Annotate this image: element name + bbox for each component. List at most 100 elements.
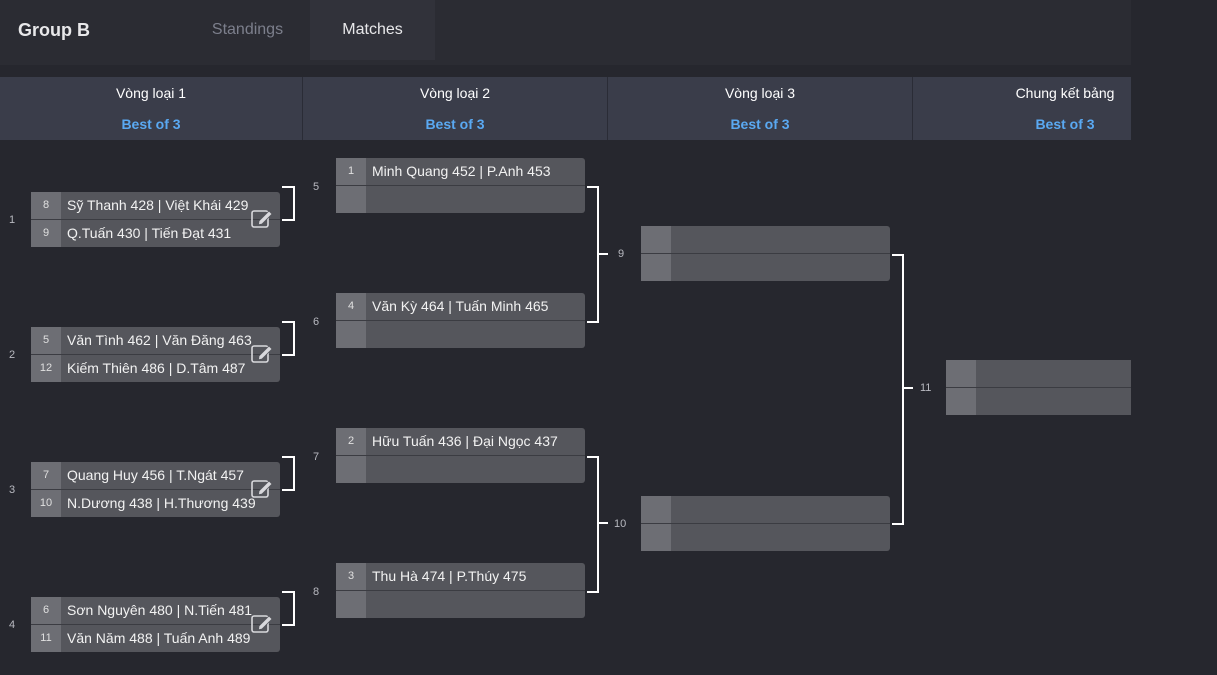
match-number: 11 bbox=[920, 382, 932, 394]
match-4[interactable]: 6 Sơn Nguyên 480 | N.Tiến 481 11 Văn Năm 4… bbox=[31, 597, 280, 652]
match-slot-bottom[interactable] bbox=[336, 321, 585, 348]
seed-number: 3 bbox=[336, 563, 366, 590]
match-slot-top[interactable] bbox=[946, 360, 1131, 388]
match-slot-top[interactable]: 6 Sơn Nguyên 480 | N.Tiến 481 bbox=[31, 597, 280, 625]
match-number: 4 bbox=[9, 619, 16, 631]
seed-number: 8 bbox=[31, 192, 61, 219]
seed-number: 11 bbox=[31, 625, 61, 652]
team-name: Hữu Tuấn 436 | Đại Ngọc 437 bbox=[372, 433, 558, 449]
edit-pencil-icon[interactable] bbox=[250, 476, 274, 500]
seed-number bbox=[641, 226, 671, 253]
team-name bbox=[677, 226, 849, 253]
bracket-connector bbox=[599, 253, 608, 255]
match-number: 6 bbox=[313, 316, 320, 328]
match-9[interactable] bbox=[641, 226, 890, 281]
match-slot-bottom[interactable] bbox=[336, 591, 585, 618]
top-bar: Group B Standings Matches bbox=[0, 0, 1131, 65]
match-number: 5 bbox=[313, 181, 320, 193]
round-name: Chung kết bảng bbox=[1015, 85, 1115, 101]
team-name bbox=[982, 360, 1122, 387]
round-name: Vòng loại 1 bbox=[115, 85, 187, 101]
match-slot-bottom[interactable]: 10 N.Dương 438 | H.Thương 439 bbox=[31, 490, 280, 517]
match-slot-bottom[interactable]: 9 Q.Tuấn 430 | Tiến Đạt 431 bbox=[31, 220, 280, 247]
team-name bbox=[372, 186, 544, 213]
bracket-connector bbox=[282, 456, 295, 491]
match-number: 1 bbox=[9, 214, 16, 226]
group-title: Group B bbox=[18, 20, 90, 40]
seed-number: 12 bbox=[31, 355, 61, 382]
team-name bbox=[372, 591, 544, 618]
match-slot-top[interactable] bbox=[641, 226, 890, 254]
round-name: Vòng loại 2 bbox=[419, 85, 491, 101]
match-10[interactable] bbox=[641, 496, 890, 551]
match-slot-bottom[interactable] bbox=[336, 456, 585, 483]
seed-number bbox=[336, 186, 366, 213]
seed-number: 10 bbox=[31, 490, 61, 517]
seed-number bbox=[336, 591, 366, 618]
match-number: 3 bbox=[9, 484, 16, 496]
match-8[interactable]: 3 Thu Hà 474 | P.Thúy 475 bbox=[336, 563, 585, 618]
match-number: 8 bbox=[313, 586, 320, 598]
bracket-connector bbox=[282, 321, 295, 356]
round-name: Vòng loại 3 bbox=[724, 85, 796, 101]
match-slot-bottom[interactable] bbox=[641, 524, 890, 551]
edit-pencil-icon[interactable] bbox=[250, 206, 274, 230]
match-number: 2 bbox=[9, 349, 16, 361]
seed-number: 6 bbox=[31, 597, 61, 624]
seed-number: 9 bbox=[31, 220, 61, 247]
seed-number: 7 bbox=[31, 462, 61, 489]
round-best-of: Best of 3 bbox=[121, 116, 181, 132]
team-name: N.Dương 438 | H.Thương 439 bbox=[67, 495, 256, 511]
match-number: 7 bbox=[313, 451, 320, 463]
tab-matches[interactable]: Matches bbox=[310, 0, 435, 60]
team-name bbox=[982, 388, 1122, 415]
bracket-connector bbox=[599, 522, 608, 524]
seed-number bbox=[946, 388, 976, 415]
match-slot-bottom[interactable] bbox=[641, 254, 890, 281]
team-name: Minh Quang 452 | P.Anh 453 bbox=[372, 163, 551, 179]
seed-number bbox=[641, 496, 671, 523]
tab-standings[interactable]: Standings bbox=[211, 21, 284, 38]
team-name: Văn Năm 488 | Tuấn Anh 489 bbox=[67, 630, 251, 646]
team-name: Sơn Nguyên 480 | N.Tiến 481 bbox=[67, 602, 253, 618]
seed-number bbox=[641, 254, 671, 281]
bracket-connector bbox=[892, 254, 904, 525]
seed-number bbox=[946, 360, 976, 387]
edit-pencil-icon[interactable] bbox=[250, 341, 274, 365]
seed-number bbox=[336, 456, 366, 483]
team-name: Q.Tuấn 430 | Tiến Đạt 431 bbox=[67, 225, 232, 241]
round-header-3: Vòng loại 3 Best of 3 bbox=[608, 77, 913, 140]
round-best-of: Best of 3 bbox=[730, 116, 790, 132]
team-name: Thu Hà 474 | P.Thúy 475 bbox=[372, 568, 527, 584]
match-number: 9 bbox=[618, 248, 625, 260]
team-name bbox=[372, 456, 544, 483]
match-11[interactable] bbox=[946, 360, 1131, 415]
match-slot-top[interactable] bbox=[641, 496, 890, 524]
match-slot-bottom[interactable] bbox=[336, 186, 585, 213]
bracket-connector bbox=[587, 456, 599, 593]
team-name bbox=[677, 524, 849, 551]
team-name bbox=[677, 254, 849, 281]
bracket-connector bbox=[282, 591, 295, 626]
seed-number bbox=[336, 321, 366, 348]
edit-pencil-icon[interactable] bbox=[250, 611, 274, 635]
match-slot-bottom[interactable] bbox=[946, 388, 1131, 415]
match-slot-top[interactable]: 3 Thu Hà 474 | P.Thúy 475 bbox=[336, 563, 585, 591]
bracket-connector bbox=[904, 387, 913, 389]
bracket-connector bbox=[282, 186, 295, 221]
match-slot-bottom[interactable]: 11 Văn Năm 488 | Tuấn Anh 489 bbox=[31, 625, 280, 652]
round-header-bar: Vòng loại 1 Best of 3 Vòng loại 2 Best o… bbox=[0, 77, 1131, 140]
